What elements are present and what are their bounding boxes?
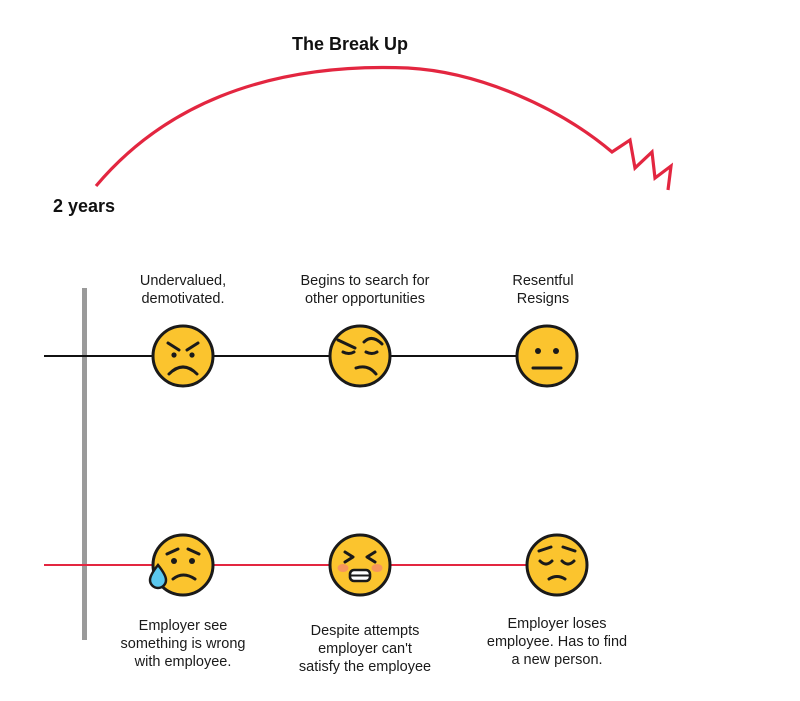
employer-step-3-caption: Employer loses employee. Has to find a n… xyxy=(477,615,637,669)
caption-line: demotivated. xyxy=(141,291,225,307)
caption-line: Undervalued, xyxy=(139,273,227,289)
caption-line: satisfy the employee xyxy=(298,659,432,675)
worried-tear-face-icon xyxy=(148,533,215,597)
employer-step-2-caption: Despite attempts employer can't satisfy … xyxy=(280,622,450,676)
caption-line: Employer see xyxy=(138,618,228,634)
caption-line: a new person. xyxy=(511,652,603,668)
employee-step-1-caption: Undervalued, demotivated. xyxy=(103,272,263,308)
timeline-divider xyxy=(82,288,87,640)
tear-icon xyxy=(148,562,168,590)
caption-line: Begins to search for xyxy=(300,273,430,289)
caption-line: other opportunities xyxy=(304,291,426,307)
employee-step-3-caption: Resentful Resigns xyxy=(473,272,613,308)
caption-line: with employee. xyxy=(134,654,232,670)
employee-step-2-caption: Begins to search for other opportunities xyxy=(275,272,455,308)
caption-line: Employer loses xyxy=(507,616,607,632)
grimacing-face-icon xyxy=(328,533,392,597)
relationship-arc xyxy=(94,65,674,191)
caption-line: Resentful xyxy=(512,273,574,289)
caption-line: employer can't xyxy=(318,641,412,657)
diagram-title: The Break Up xyxy=(292,34,409,54)
pensive-face-icon xyxy=(525,533,589,597)
employer-step-1-caption: Employer see something is wrong with emp… xyxy=(103,617,263,671)
start-label: 2 years xyxy=(53,196,116,216)
caption-line: employee. Has to find xyxy=(486,634,628,650)
neutral-face-icon xyxy=(515,324,579,388)
angry-face-icon xyxy=(151,324,215,388)
caption-line: something is wrong xyxy=(120,636,246,652)
caption-line: Despite attempts xyxy=(310,623,420,639)
skeptical-face-icon xyxy=(328,324,392,388)
caption-line: Resigns xyxy=(516,291,570,307)
